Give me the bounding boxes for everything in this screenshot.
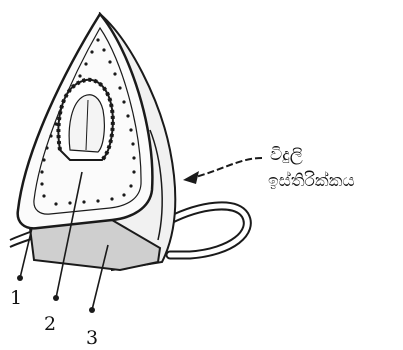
iron-body [18,14,176,270]
callout-label-line2: ඉස්තිරික්කය [268,171,355,191]
callout-label-line1: විදුලි [270,145,303,165]
marker-label-1: 1 [10,287,22,309]
marker-dot-1 [17,275,23,281]
marker-dot-2 [53,295,59,301]
marker-label-2: 2 [44,313,56,335]
marker-label-3: 3 [86,327,98,349]
marker-dot-3 [89,307,95,313]
callout-arrow [183,158,262,184]
